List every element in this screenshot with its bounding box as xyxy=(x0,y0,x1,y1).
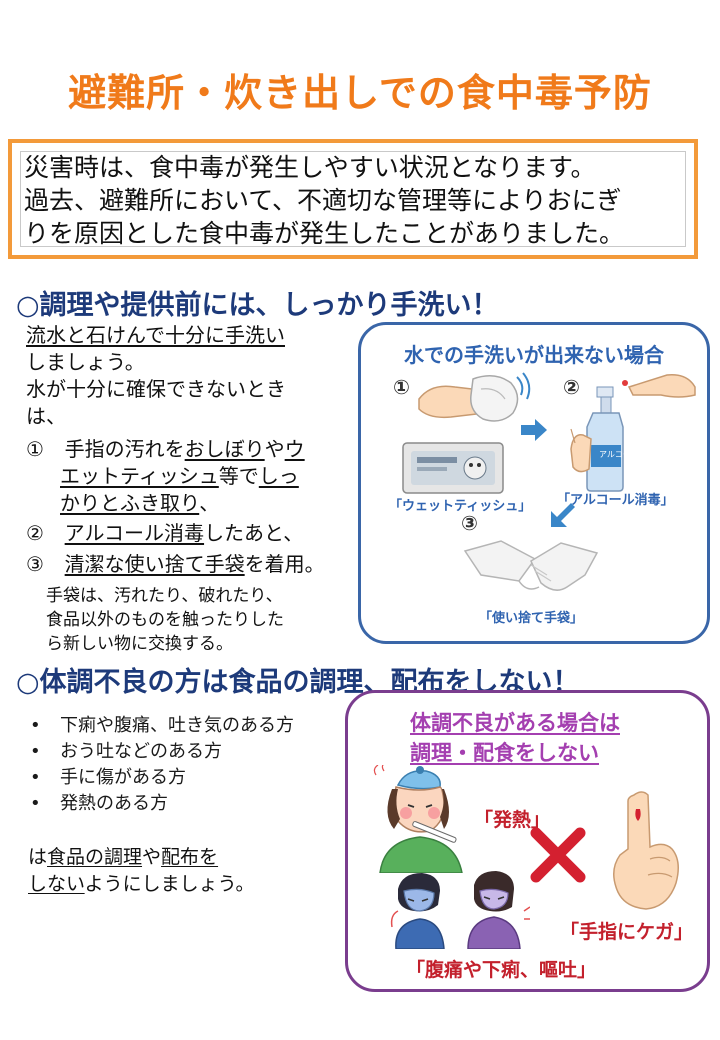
bullet-dot: • xyxy=(30,715,41,736)
section1-body: 流水と石けんで十分に手洗い しましょう。 水が十分に確保できないとき は、 xyxy=(26,322,286,430)
step2-num: ② xyxy=(26,521,44,545)
sick-panel-title-2: 調理・配食をしない xyxy=(410,741,599,765)
list-item-text: 下痢や腹痛、吐き気のある方 xyxy=(60,715,294,736)
closing-distribution: 配布を xyxy=(161,846,219,868)
step1-wet-tissue: エットティッシュ xyxy=(60,464,219,488)
step2-text-b: したあと、 xyxy=(204,521,304,545)
bullet-dot: • xyxy=(30,767,41,788)
wiping-hand-icon xyxy=(418,372,531,422)
step1-text-shi: しっ xyxy=(258,464,299,488)
step1-text-de: 等で xyxy=(218,464,259,488)
wet-tissue-icon xyxy=(402,442,504,494)
list-item-text: 発熱のある方 xyxy=(60,793,168,814)
sick-panel-title-1: 体調不良がある場合は xyxy=(410,711,620,735)
caption-glove: 「使い捨て手袋」 xyxy=(479,611,584,626)
closing-end: ようにしましょう。 xyxy=(84,873,255,895)
step1-comma: 、 xyxy=(199,491,220,515)
step1-num: ① xyxy=(26,437,44,461)
no-water-panel: 水での手洗いが出来ない場合 ① ② ③ アルコール 「ウェットテ xyxy=(358,322,710,644)
panel-step3-num: ③ xyxy=(461,511,478,535)
step2: ② アルコール消毒したあと、 xyxy=(26,520,303,547)
caption-stomachache: 「腹痛や下痢、嘔吐」 xyxy=(406,959,597,981)
fever-person-icon xyxy=(373,765,463,873)
list-item-text: 手に傷がある方 xyxy=(60,767,186,788)
glove-note: 手袋は、汚れたり、破れたり、 食品以外のものを触ったりした ら新しい物に交換する… xyxy=(46,584,284,656)
intro-line-3: りを原因とした食中毒が発生したことがありました。 xyxy=(24,219,625,248)
step1: ① 手指の汚れをおしぼりやウ xyxy=(26,436,305,463)
caption-alcohol: 「アルコール消毒」 xyxy=(557,493,674,508)
list-item: • 下痢や腹痛、吐き気のある方 xyxy=(30,713,294,739)
injured-finger-icon xyxy=(613,791,679,910)
intro-inner-frame xyxy=(20,151,686,247)
glove-note-3: ら新しい物に交換する。 xyxy=(46,634,233,654)
step1-line3: かりとふき取り、 xyxy=(60,490,219,517)
no-water-text-cont: は、 xyxy=(26,404,66,428)
glove-note-1: 手袋は、汚れたり、破れたり、 xyxy=(46,586,283,606)
step1-line2: エットティッシュ等でしっ xyxy=(60,463,299,490)
bullet-dot: • xyxy=(30,741,41,762)
list-item: • 発熱のある方 xyxy=(30,791,294,817)
step1-text-d: ウ xyxy=(284,437,305,461)
intro-line-1: 災害時は、食中毒が発生しやすい状況となります。 xyxy=(24,153,596,182)
step1-wipe: かりとふき取り xyxy=(60,491,200,515)
closing-ya: や xyxy=(142,846,162,868)
list-item-text: おう吐などのある方 xyxy=(60,741,222,762)
no-water-text: 水が十分に確保できないとき xyxy=(26,377,286,401)
symptom-list: • 下痢や腹痛、吐き気のある方 • おう吐などのある方 • 手に傷がある方 • 発熱のあ… xyxy=(30,713,294,817)
glove-note-2: 食品以外のものを触ったりした xyxy=(46,610,284,630)
list-item: • おう吐などのある方 xyxy=(30,739,294,765)
panel-step2-num: ② xyxy=(563,375,580,399)
panel-step1-num: ① xyxy=(393,375,410,399)
closing-ha: は xyxy=(28,846,48,868)
intro-text: 災害時は、食中毒が発生しやすい状況となります。 過去、避難所において、不適切な管… xyxy=(24,151,694,250)
intro-box: 災害時は、食中毒が発生しやすい状況となります。 過去、避難所において、不適切な管… xyxy=(8,139,698,259)
step3-gloves: 清潔な使い捨て手袋 xyxy=(64,552,245,576)
bullet-dot: • xyxy=(30,793,41,814)
arrow-down-left-icon xyxy=(551,503,575,527)
list-item: • 手に傷がある方 xyxy=(30,765,294,791)
step1-oshibori: おしぼり xyxy=(184,437,265,461)
caption-wet-tissue: 「ウェットティッシュ」 xyxy=(389,499,532,514)
arrow-right-icon xyxy=(521,419,547,441)
step3-text-b: を着用。 xyxy=(244,552,325,576)
sick-panel: 体調不良がある場合は 調理・配食をしない 「発熱」 「手指にケガ」 xyxy=(345,690,710,992)
caption-fever: 「発熱」 xyxy=(474,809,551,831)
closing-line-1: は食品の調理や配布を xyxy=(28,844,218,871)
step1-text-a: 手指の汚れを xyxy=(64,437,185,461)
section1-heading: ○調理や提供前には、しっかり手洗い！ xyxy=(16,290,499,321)
glove-handshake-icon xyxy=(463,540,599,591)
no-water-panel-title: 水での手洗いが出来ない場合 xyxy=(404,343,664,367)
closing-cooking: 食品の調理 xyxy=(47,846,143,868)
closing-shinai: しない xyxy=(28,873,85,895)
caption-finger-injury: 「手指にケガ」 xyxy=(560,921,694,943)
intro-line-2: 過去、避難所において、不適切な管理等によりおにぎ xyxy=(24,186,622,215)
page-title: 避難所・炊き出しでの食中毒予防 xyxy=(68,71,652,115)
step3: ③ 清潔な使い捨て手袋を着用。 xyxy=(26,551,325,578)
handwash-instruction-cont: しましょう。 xyxy=(26,350,145,374)
bottle-label: アルコール xyxy=(599,450,639,459)
stomachache-people-icon xyxy=(390,871,530,949)
step2-alcohol: アルコール消毒 xyxy=(64,521,205,545)
alcohol-bottle-icon xyxy=(570,374,696,492)
step3-num: ③ xyxy=(26,552,44,576)
handwash-instruction: 流水と石けんで十分に手洗い xyxy=(26,323,285,347)
step1-text-c: や xyxy=(264,437,285,461)
closing-line-2: しないようにしましょう。 xyxy=(28,871,255,898)
cross-icon xyxy=(530,827,586,883)
